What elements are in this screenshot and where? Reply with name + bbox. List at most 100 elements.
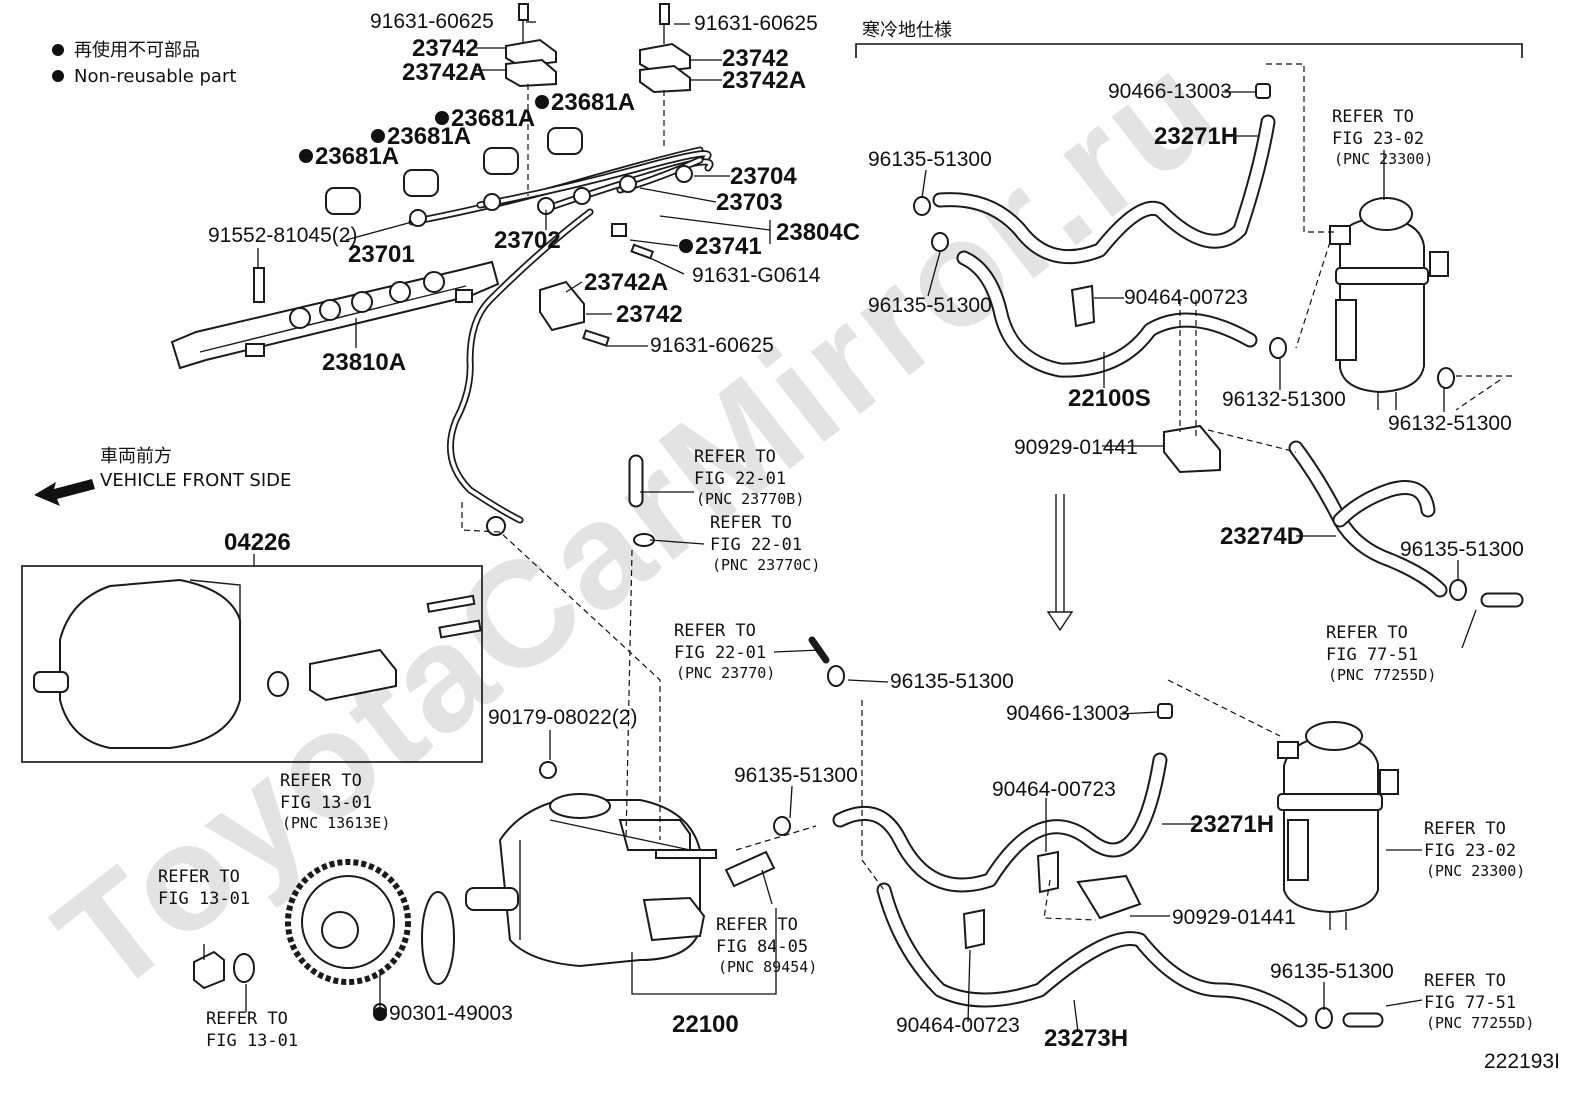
svg-text:REFER TO: REFER TO [710,513,792,533]
pipe-nut-icon [619,175,637,193]
part-number: 91631-G0614 [692,264,821,287]
part-number: 90466-13003 [1108,80,1232,103]
svg-text:REFER TO: REFER TO [158,867,240,887]
svg-text:FIG 84-05: FIG 84-05 [716,937,808,957]
part-number: 23702 [494,227,561,254]
part-number: 23742 [616,301,683,328]
clamp-icon [962,908,985,950]
arrow-down-icon [1046,494,1074,632]
part-number: 90466-13003 [1006,702,1130,725]
pipe-nut-icon [675,165,693,183]
non-reusable-dot-icon [373,1007,387,1021]
svg-text:REFER TO: REFER TO [694,447,776,467]
part-number: 91631-60625 [694,12,818,35]
svg-text:FIG 22-01: FIG 22-01 [674,643,766,663]
part-number: 04226 [224,529,291,556]
refer-blocks: REFER TO FIG 23-02 (PNC 23300) REFER TO … [158,107,1534,1051]
svg-text:(PNC 77255D): (PNC 77255D) [1328,666,1436,684]
svg-text:(PNC 77255D): (PNC 77255D) [1426,1014,1534,1032]
grommets-23681A [325,127,583,215]
refer-fig-13-01-ring: REFER TO FIG 13-01 [206,1009,298,1051]
part-number: 23742 [722,45,789,72]
part-number: 90929-01441 [1172,906,1296,929]
clamp-23742A-icon [639,64,691,94]
part-number: 90929-01441 [1014,436,1138,459]
part-number: 90301-49003 [389,1002,513,1025]
clamp-icon [1036,850,1059,894]
svg-text:FIG 22-01: FIG 22-01 [710,535,802,555]
bolt-icon [253,267,265,303]
part-number: 90464-00723 [896,1014,1020,1037]
part-number: 96135-51300 [868,294,992,317]
svg-text:REFER TO: REFER TO [1326,623,1408,643]
fuel-filter-upper [1329,197,1449,410]
svg-text:REFER TO: REFER TO [1332,107,1414,127]
fitting-icon [1255,83,1271,99]
clip-icon [1269,337,1287,359]
part-number: 23681A [387,123,471,150]
refer-fig-13-01-gear: REFER TO FIG 13-01 (PNC 13613E) [280,771,390,832]
refer-fig-23-02-upper: REFER TO FIG 23-02 (PNC 23300) [1332,107,1433,168]
part-number: 23701 [348,241,415,268]
part-number: 23704 [730,163,797,190]
non-reusable-dot-icon [52,44,64,56]
svg-text:FIG 13-01: FIG 13-01 [206,1031,298,1051]
bolt-icon [582,329,610,347]
part-number: 90179-08022(2) [488,706,637,729]
clamp-cluster-mid [539,223,655,347]
legend-en: Non-reusable part [74,66,236,87]
refer-fig-84-05: REFER TO FIG 84-05 (PNC 89454) [716,915,817,976]
part-number: 23742A [722,67,806,94]
refer-fig-23-02-lower: REFER TO FIG 23-02 (PNC 23300) [1424,819,1525,880]
part-number: 23742A [584,269,668,296]
clamp-icon [1070,284,1096,328]
svg-text:(PNC 23770C): (PNC 23770C) [712,556,820,574]
svg-text:REFER TO: REFER TO [1424,819,1506,839]
direction-label-en: VEHICLE FRONT SIDE [100,470,291,491]
cold-spec-lower-hoses [832,703,1384,1029]
bracket-icon [1163,424,1221,474]
part-number: 91631-60625 [370,10,494,33]
direction-label-ja: 車両前方 [100,446,172,467]
refer-fig-77-51-lower: REFER TO FIG 77-51 (PNC 77255D) [1424,971,1534,1032]
refer-fig-13-01-bushing: REFER TO FIG 13-01 [158,867,250,909]
bracket-icon [1076,874,1142,920]
supply-pump-22100 [465,761,776,968]
svg-text:FIG 22-01: FIG 22-01 [694,469,786,489]
part-number: 96132-51300 [1388,412,1512,435]
vehicle-front-direction: 車両前方 VEHICLE FRONT SIDE [34,446,291,506]
non-reusable-dot-icon [535,95,549,109]
part-number: 23274D [1220,523,1304,550]
non-reusable-dot-icon [52,70,64,82]
svg-text:(PNC 23770): (PNC 23770) [676,664,775,682]
svg-text:(PNC 13613E): (PNC 13613E) [282,814,390,832]
part-number: 91552-81045(2) [208,224,357,247]
svg-text:FIG 13-01: FIG 13-01 [158,889,250,909]
clip-icon [773,816,791,836]
nut-icon [539,761,557,779]
part-number: 23742A [402,59,486,86]
svg-text:REFER TO: REFER TO [206,1009,288,1029]
clip-icon [827,665,845,687]
o-ring-icon [233,953,255,983]
svg-text:REFER TO: REFER TO [280,771,362,791]
section-bracket [855,43,1523,58]
svg-text:(PNC 23300): (PNC 23300) [1334,150,1433,168]
bolt-icon [659,3,670,25]
part-number: 23804C [776,219,860,246]
part-number: 96132-51300 [1222,388,1346,411]
part-number: 96135-51300 [1400,538,1524,561]
grommet-icon [547,127,583,155]
part-number: 96135-51300 [890,670,1014,693]
grommet-icon [325,187,361,215]
refer-fig-77-51-upper: REFER TO FIG 77-51 (PNC 77255D) [1326,623,1436,684]
part-number: 23810A [322,349,406,376]
svg-text:(PNC 89454): (PNC 89454) [718,958,817,976]
svg-text:(PNC 23770B): (PNC 23770B) [696,490,804,508]
part-number: 90464-00723 [1124,286,1248,309]
part-number: 22100 [672,1011,739,1038]
legend-ja: 再使用不可部品 [74,40,200,61]
svg-text:FIG 13-01: FIG 13-01 [280,793,372,813]
svg-text:REFER TO: REFER TO [1424,971,1506,991]
clip-icon [1437,367,1455,389]
